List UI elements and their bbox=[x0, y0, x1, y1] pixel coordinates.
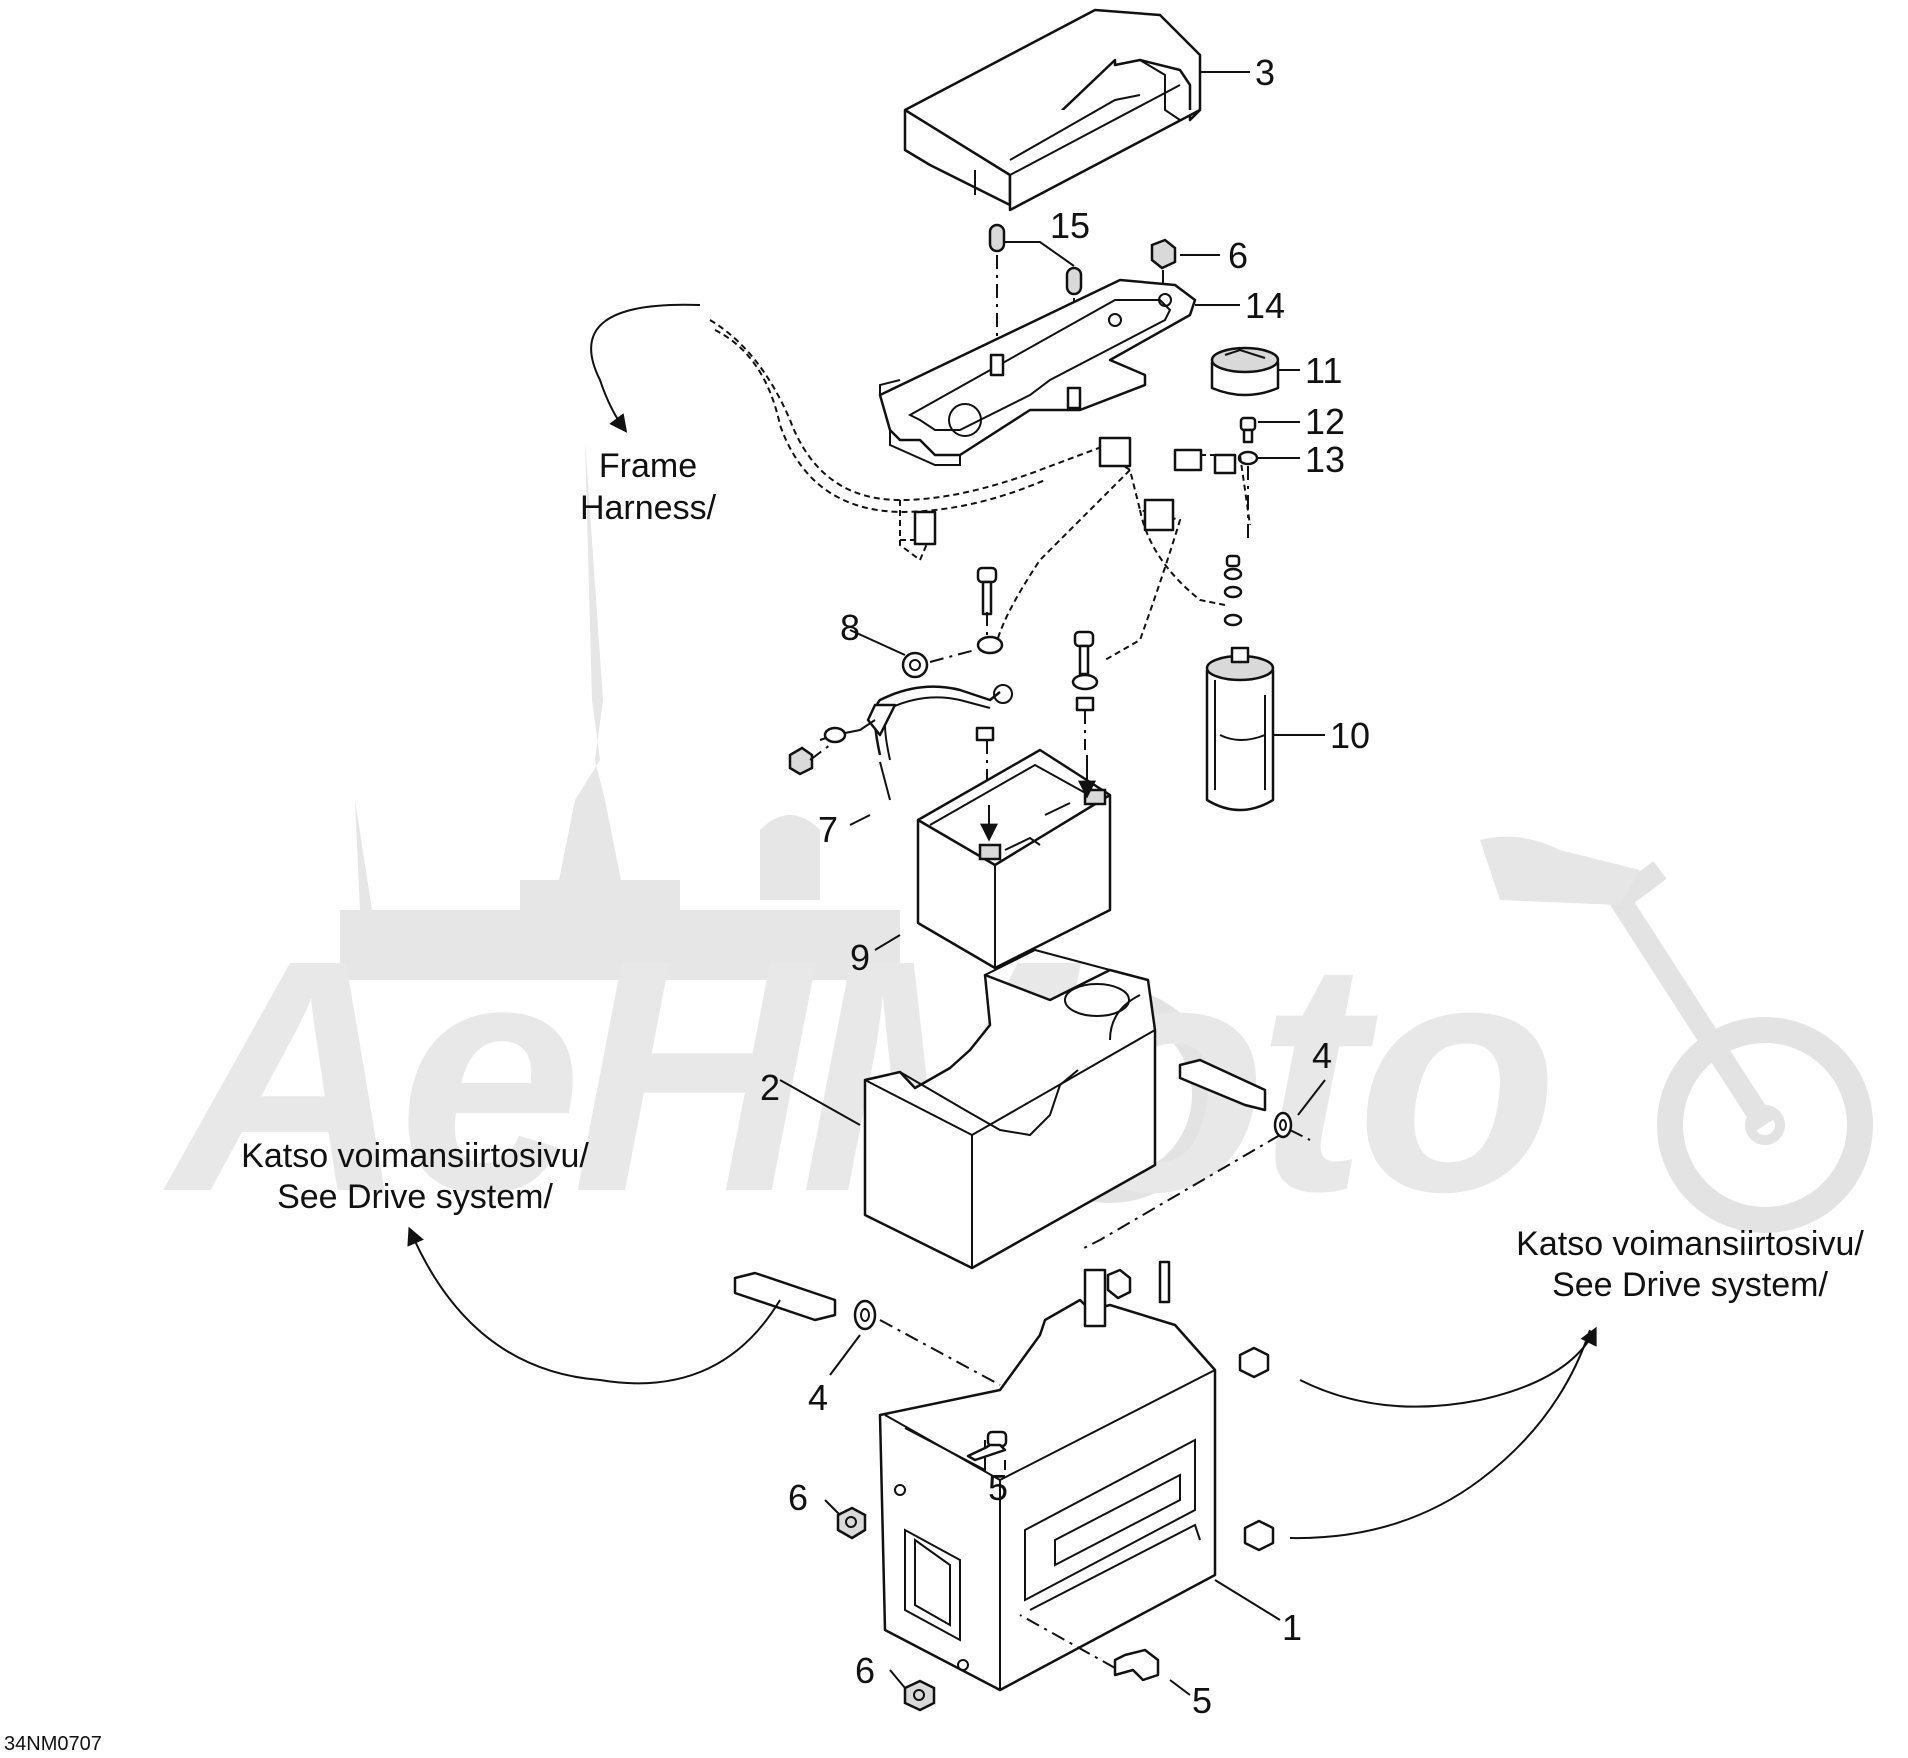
callout-10[interactable]: 10 bbox=[1330, 715, 1370, 756]
part-7-cable[interactable] bbox=[788, 684, 1013, 801]
watermark-text: AeHMoto bbox=[160, 891, 1553, 1260]
drive-system-right-arrow-bottom bbox=[1289, 1329, 1591, 1540]
alignment-line bbox=[1079, 1134, 1281, 1251]
part-6-nut-right-b[interactable] bbox=[1243, 1519, 1275, 1552]
wiring-harness[interactable] bbox=[709, 319, 1251, 661]
note-drive-right-line2: See Drive system/ bbox=[1552, 1266, 1828, 1304]
note-drive-left-line2: See Drive system/ bbox=[277, 1178, 553, 1216]
part-4-bolt-left[interactable] bbox=[733, 1271, 1001, 1386]
watermark-flag-pole bbox=[355, 800, 372, 910]
part-10-capacitor[interactable] bbox=[1205, 554, 1275, 812]
part-5-bolt-top[interactable] bbox=[966, 1430, 1008, 1462]
connector bbox=[1213, 453, 1237, 475]
part-1-tray[interactable] bbox=[878, 1260, 1217, 1692]
part-11-cap[interactable] bbox=[1210, 346, 1280, 397]
callout-8[interactable]: 8 bbox=[840, 607, 860, 648]
callout-2[interactable]: 2 bbox=[760, 1067, 780, 1108]
connector bbox=[1143, 498, 1175, 532]
note-drive-left-line1: Katso voimansiirtosivu/ bbox=[241, 1137, 589, 1175]
callout-6-mid[interactable]: 6 bbox=[788, 1477, 808, 1518]
part-14-bracket[interactable] bbox=[878, 278, 1197, 466]
watermark-skyline bbox=[340, 910, 900, 980]
part-6-nut-top[interactable] bbox=[1150, 238, 1177, 290]
callout-13[interactable]: 13 bbox=[1305, 439, 1345, 480]
note-drive-system-right: Katso voimansiirtosivu/ See Drive system… bbox=[1516, 1225, 1864, 1304]
connector bbox=[913, 510, 937, 546]
note-drive-system-left: Katso voimansiirtosivu/ See Drive system… bbox=[241, 1137, 589, 1216]
part-12-screw[interactable] bbox=[1239, 416, 1257, 444]
callout-11[interactable]: 11 bbox=[1305, 350, 1342, 391]
note-drive-right-line1: Katso voimansiirtosivu/ bbox=[1516, 1225, 1864, 1263]
part-13-washer[interactable] bbox=[1237, 450, 1259, 540]
leader-lines bbox=[779, 71, 1326, 1696]
callout-15[interactable]: 15 bbox=[1050, 205, 1090, 246]
part-5-bolt-bottom[interactable] bbox=[1019, 1614, 1160, 1682]
frame-harness-arrow bbox=[590, 303, 701, 433]
callout-5-bottom[interactable]: 5 bbox=[1192, 1680, 1212, 1721]
watermark-dome bbox=[760, 815, 820, 900]
callout-9[interactable]: 9 bbox=[850, 937, 870, 978]
part-2-liner[interactable] bbox=[863, 948, 1157, 1270]
note-frame-harness: Frame Harness/ bbox=[580, 447, 717, 527]
part-6-nut-mid[interactable] bbox=[836, 1506, 867, 1540]
callout-6-top[interactable]: 6 bbox=[1228, 235, 1248, 276]
part-6-nut-right-a[interactable] bbox=[1238, 1346, 1270, 1379]
callout-7[interactable]: 7 bbox=[818, 809, 838, 850]
drive-system-right-arrow-top bbox=[1299, 1326, 1597, 1408]
part-8-hardware[interactable] bbox=[901, 566, 1099, 800]
callout-12[interactable]: 12 bbox=[1305, 401, 1345, 442]
callout-4-left[interactable]: 4 bbox=[808, 1377, 828, 1418]
drawing-code: 34NM0707 bbox=[4, 1733, 102, 1755]
drive-system-left-arrow bbox=[407, 1226, 781, 1385]
callout-14[interactable]: 14 bbox=[1245, 285, 1285, 326]
note-frame-harness-line2: Harness/ bbox=[580, 489, 717, 527]
part-3-cover[interactable] bbox=[903, 8, 1202, 212]
watermark-spire bbox=[540, 440, 640, 960]
callout-6-bottom[interactable]: 6 bbox=[855, 1650, 875, 1691]
part-6-nut-bottom[interactable] bbox=[903, 1679, 936, 1712]
callout-5-top[interactable]: 5 bbox=[988, 1467, 1008, 1508]
callout-1[interactable]: 1 bbox=[1282, 1607, 1302, 1648]
note-frame-harness-line1: Frame bbox=[599, 447, 697, 485]
connector bbox=[1098, 436, 1132, 468]
part-4-bolt-right[interactable] bbox=[1178, 1058, 1311, 1141]
callout-3[interactable]: 3 bbox=[1255, 52, 1275, 93]
callout-4-right[interactable]: 4 bbox=[1312, 1035, 1332, 1076]
connector bbox=[1173, 448, 1203, 472]
callouts: 3 15 6 14 11 12 13 8 10 7 9 2 4 4 5 6 1 … bbox=[760, 52, 1370, 1721]
